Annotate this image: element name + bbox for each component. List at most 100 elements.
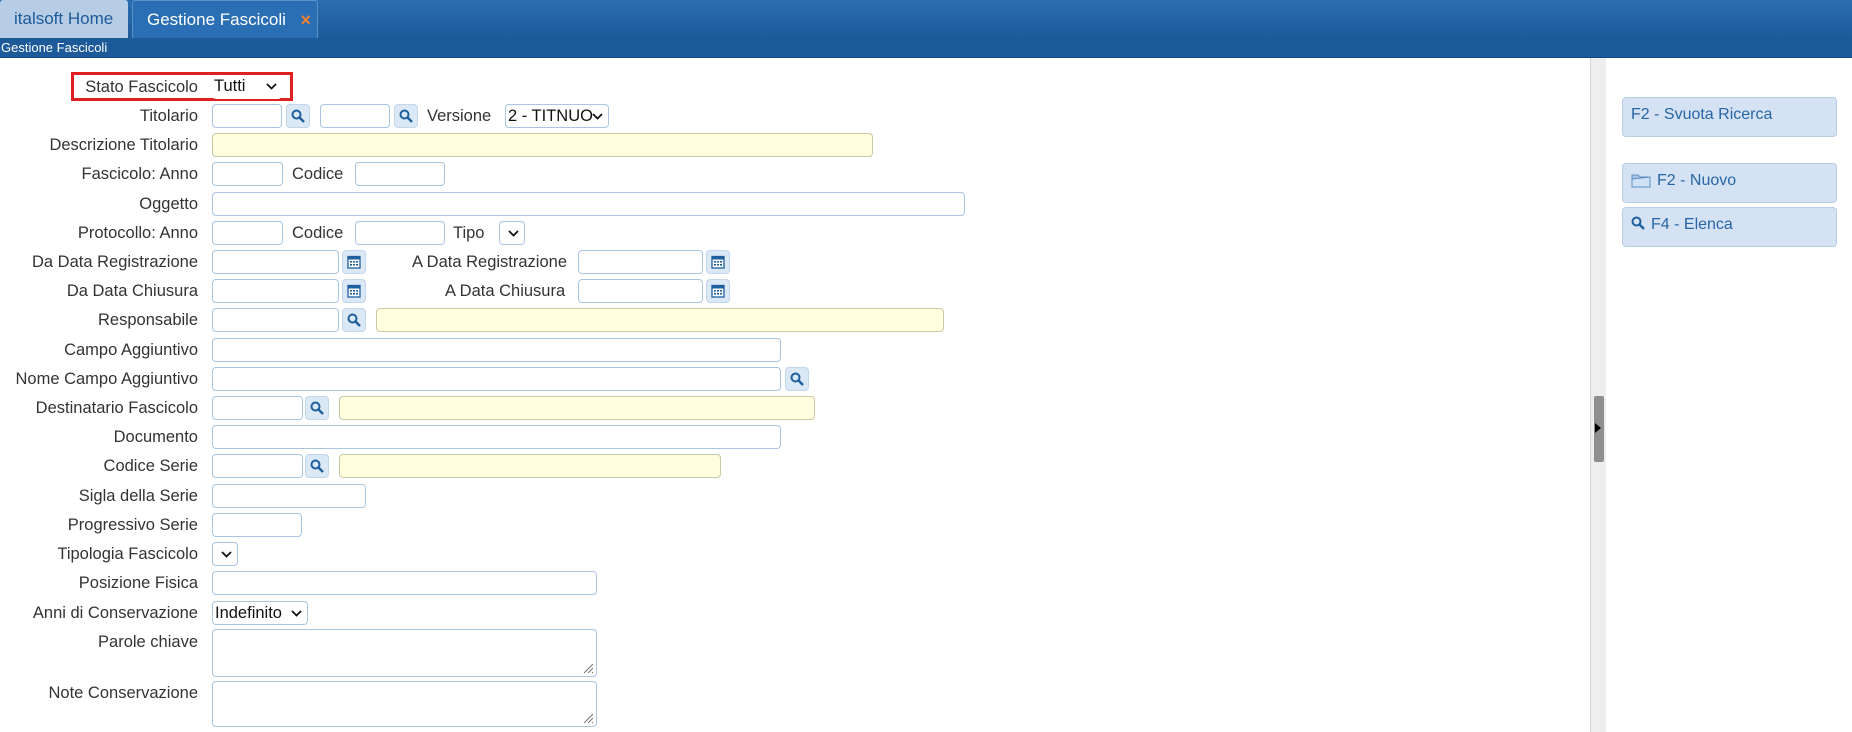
tab-gestione-fascicoli-label: Gestione Fascicoli xyxy=(147,9,286,29)
calendar-icon xyxy=(347,255,361,269)
tab-bar: italsoft Home Gestione Fascicoli × xyxy=(0,0,1852,38)
search-icon xyxy=(310,459,324,473)
label-oggetto: Oggetto xyxy=(139,195,198,213)
titolario-search-button-2[interactable] xyxy=(394,104,418,128)
anni-conservazione-select[interactable]: Indefinito xyxy=(212,601,308,625)
label-protocollo-codice: Codice xyxy=(292,224,344,242)
chevron-down-icon xyxy=(221,544,232,564)
da-data-registrazione-input[interactable] xyxy=(212,250,339,274)
label-versione: Versione xyxy=(427,107,492,125)
titolario-input-2[interactable] xyxy=(320,104,390,128)
destinatario-fascicolo-input[interactable] xyxy=(212,396,303,420)
page-subtitle: Gestione Fascicoli xyxy=(0,38,1852,58)
oggetto-input[interactable] xyxy=(212,192,965,216)
a-data-registrazione-calendar-button[interactable] xyxy=(706,250,730,274)
label-codice-serie: Codice Serie xyxy=(103,457,198,475)
destinatario-fascicolo-description-field xyxy=(339,396,815,420)
da-data-registrazione-calendar-button[interactable] xyxy=(342,250,366,274)
nome-campo-aggiuntivo-input[interactable] xyxy=(212,367,781,391)
chevron-down-icon xyxy=(592,106,603,126)
fascicolo-codice-input[interactable] xyxy=(355,162,445,186)
titolario-search-button-1[interactable] xyxy=(286,104,310,128)
note-conservazione-textarea[interactable] xyxy=(212,681,597,727)
protocollo-codice-input[interactable] xyxy=(355,221,445,245)
search-icon xyxy=(1631,216,1645,230)
destinatario-fascicolo-search-button[interactable] xyxy=(305,396,329,420)
stato-fascicolo-select[interactable]: Tutti xyxy=(212,75,282,99)
folder-icon xyxy=(1631,172,1651,188)
chevron-down-icon xyxy=(291,603,302,623)
responsabile-search-button[interactable] xyxy=(342,308,366,332)
search-icon xyxy=(399,109,413,123)
label-campo-aggiuntivo: Campo Aggiuntivo xyxy=(64,341,198,359)
label-nome-campo-aggiuntivo: Nome Campo Aggiuntivo xyxy=(15,370,198,388)
nuovo-button[interactable]: F2 - Nuovo xyxy=(1622,163,1837,203)
label-sigla-serie: Sigla della Serie xyxy=(78,487,198,505)
codice-serie-search-button[interactable] xyxy=(305,454,329,478)
search-icon xyxy=(291,109,305,123)
a-data-chiusura-input[interactable] xyxy=(578,279,703,303)
responsabile-description-field xyxy=(376,308,944,332)
parole-chiave-textarea[interactable] xyxy=(212,629,597,677)
label-fascicolo-anno: Fascicolo: Anno xyxy=(81,165,198,183)
a-data-registrazione-input[interactable] xyxy=(578,250,703,274)
label-stato-fascicolo: Stato Fascicolo xyxy=(85,78,198,96)
label-descrizione-titolario: Descrizione Titolario xyxy=(49,136,198,154)
label-protocollo-anno: Protocollo: Anno xyxy=(77,224,198,242)
close-tab-icon[interactable]: × xyxy=(300,10,311,30)
elenca-label: F4 - Elenca xyxy=(1651,216,1733,233)
label-progressivo-serie: Progressivo Serie xyxy=(67,516,198,534)
tipologia-fascicolo-select[interactable] xyxy=(212,542,238,566)
svuota-ricerca-button[interactable]: F2 - Svuota Ricerca xyxy=(1622,97,1837,137)
label-da-data-registrazione: Da Data Registrazione xyxy=(32,253,198,271)
panel-splitter[interactable] xyxy=(1590,58,1606,732)
responsabile-input[interactable] xyxy=(212,308,339,332)
label-da-data-chiusura: Da Data Chiusura xyxy=(66,282,198,300)
chevron-down-icon xyxy=(508,223,519,243)
calendar-icon xyxy=(711,284,725,298)
sigla-serie-input[interactable] xyxy=(212,484,366,508)
label-a-data-registrazione: A Data Registrazione xyxy=(412,253,568,271)
campo-aggiuntivo-input[interactable] xyxy=(212,338,781,362)
versione-select[interactable]: 2 - TITNUO xyxy=(505,104,609,128)
codice-serie-input[interactable] xyxy=(212,454,303,478)
label-tipologia-fascicolo: Tipologia Fascicolo xyxy=(57,545,198,563)
search-icon xyxy=(790,372,804,386)
da-data-chiusura-calendar-button[interactable] xyxy=(342,279,366,303)
label-tipo: Tipo xyxy=(453,224,485,242)
tab-home[interactable]: italsoft Home xyxy=(0,0,128,38)
label-documento: Documento xyxy=(113,428,198,446)
da-data-chiusura-input[interactable] xyxy=(212,279,339,303)
progressivo-serie-input[interactable] xyxy=(212,513,302,537)
nome-campo-aggiuntivo-search-button[interactable] xyxy=(785,367,809,391)
resize-grip-icon[interactable] xyxy=(582,662,594,674)
label-posizione-fisica: Posizione Fisica xyxy=(78,574,198,592)
search-icon xyxy=(347,313,361,327)
tipo-select[interactable] xyxy=(499,221,525,245)
tab-gestione-fascicoli[interactable]: Gestione Fascicoli × xyxy=(132,0,318,38)
elenca-button[interactable]: F4 - Elenca xyxy=(1622,207,1837,247)
codice-serie-description-field xyxy=(339,454,721,478)
label-titolario: Titolario xyxy=(139,107,198,125)
resize-grip-icon[interactable] xyxy=(582,712,594,724)
documento-input[interactable] xyxy=(212,425,781,449)
chevron-down-icon xyxy=(266,76,277,96)
label-note-conservazione: Note Conservazione xyxy=(48,684,199,702)
label-responsabile: Responsabile xyxy=(98,311,198,329)
a-data-chiusura-calendar-button[interactable] xyxy=(706,279,730,303)
collapse-arrow-icon[interactable] xyxy=(1594,422,1602,434)
search-icon xyxy=(310,401,324,415)
label-parole-chiave: Parole chiave xyxy=(98,633,198,651)
titolario-input-1[interactable] xyxy=(212,104,282,128)
label-fascicolo-codice: Codice xyxy=(292,165,344,183)
descrizione-titolario-field xyxy=(212,133,873,157)
label-a-data-chiusura: A Data Chiusura xyxy=(445,282,566,300)
posizione-fisica-input[interactable] xyxy=(212,571,597,595)
nuovo-label: F2 - Nuovo xyxy=(1657,172,1737,189)
fascicolo-anno-input[interactable] xyxy=(212,162,283,186)
calendar-icon xyxy=(347,284,361,298)
calendar-icon xyxy=(711,255,725,269)
protocollo-anno-input[interactable] xyxy=(212,221,283,245)
label-anni-conservazione: Anni di Conservazione xyxy=(32,604,198,622)
highlight-box xyxy=(71,72,293,101)
